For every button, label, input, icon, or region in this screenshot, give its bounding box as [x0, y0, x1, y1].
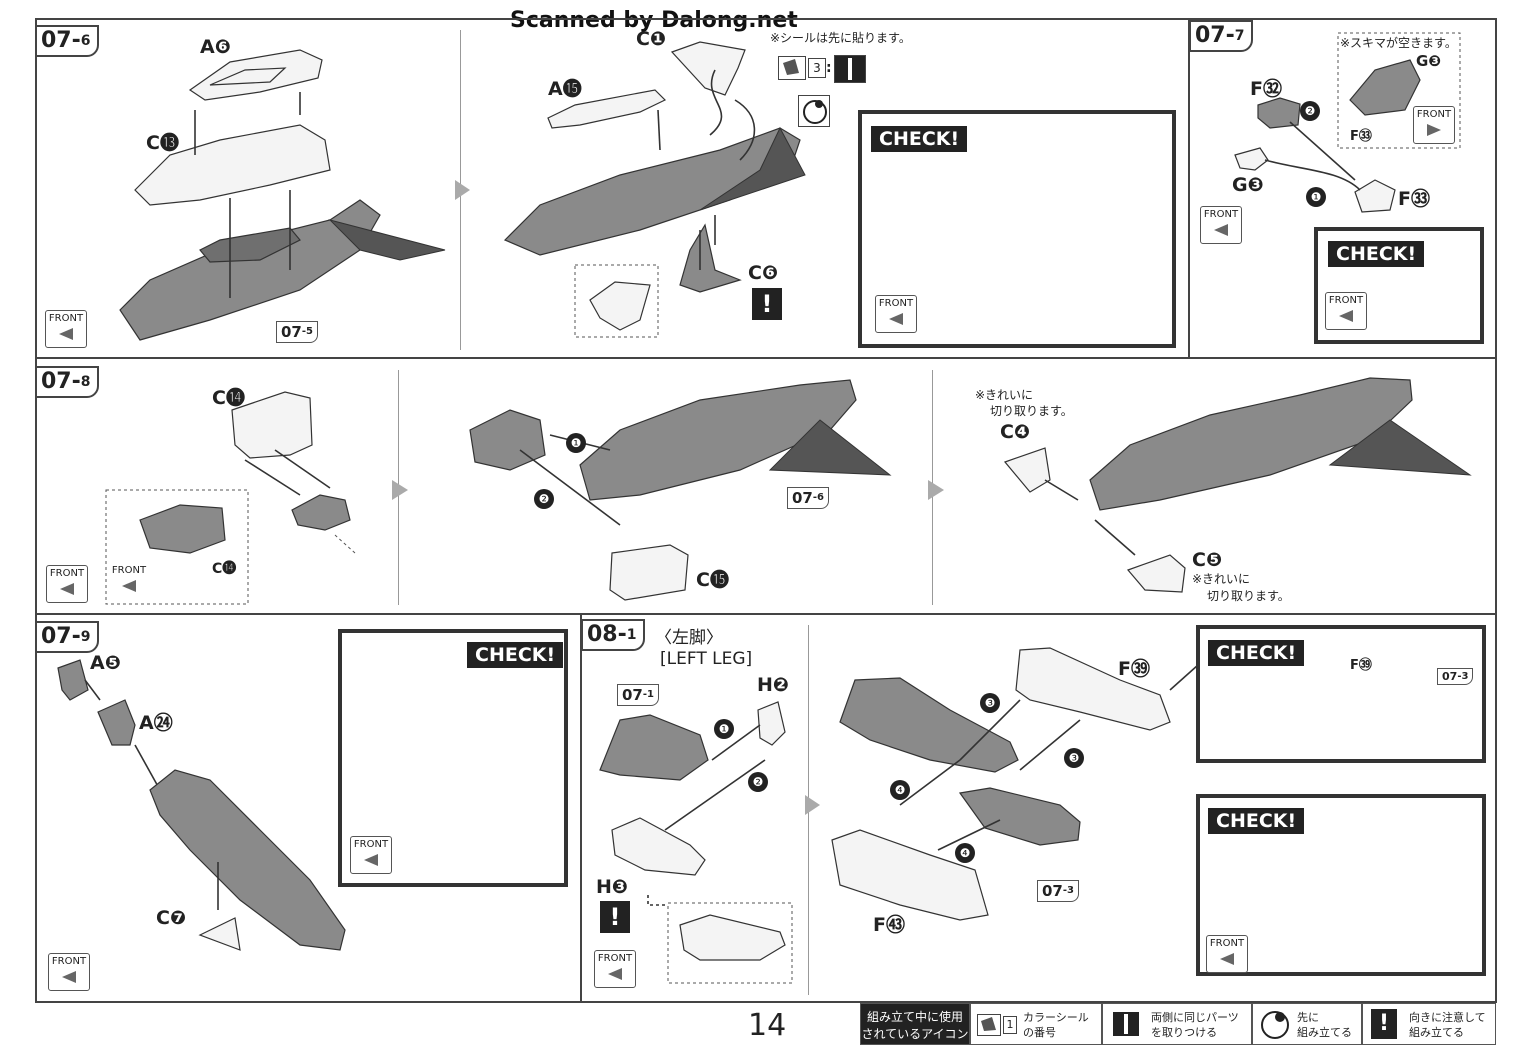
- legend-item-orientation: ! 向きに注意して 組み立てる: [1362, 1003, 1496, 1045]
- part-label-c1: C❶: [636, 28, 667, 50]
- part-label-c14: C⓮: [212, 387, 245, 409]
- check-label: CHECK!: [1208, 640, 1305, 666]
- seal-number: 3: [808, 58, 826, 78]
- order-2: ❷: [748, 771, 768, 792]
- order-2: ❷: [1300, 100, 1320, 121]
- part-label-c7: C❼: [156, 907, 187, 929]
- front-indicator: FRONT: [1413, 106, 1455, 144]
- part-label-c14b: C⓮: [212, 561, 237, 577]
- order-2: ❷: [534, 488, 554, 509]
- front-indicator: FRONT: [350, 836, 392, 874]
- step-07-7: 07-7: [1189, 20, 1253, 52]
- page-number: 14: [748, 1008, 787, 1043]
- part-label-a6: A❻: [200, 36, 231, 58]
- orientation-warning-icon: !: [752, 288, 782, 320]
- ref-07-6: 07-6: [787, 487, 829, 509]
- front-indicator: FRONT: [1325, 292, 1367, 330]
- orientation-warning-icon: !: [600, 901, 630, 933]
- front-indicator: FRONT: [1200, 206, 1242, 244]
- legend-item-seal: 1 カラーシール の番号: [970, 1003, 1102, 1045]
- check-label: CHECK!: [1328, 241, 1425, 267]
- colon: :: [826, 60, 832, 76]
- part-label-f43: F㊸: [873, 914, 905, 936]
- part-label-c15: C⓯: [696, 569, 729, 591]
- ref-07-1: 07-1: [617, 684, 659, 706]
- part-label-f33b: F㉝: [1398, 188, 1430, 210]
- order-3: ❸: [1064, 747, 1084, 768]
- order-1: ❶: [1306, 186, 1326, 207]
- left-leg-en: [LEFT LEG]: [660, 649, 753, 669]
- both-sides-icon: [834, 55, 866, 83]
- front-indicator: FRONT: [594, 950, 636, 988]
- order-1: ❶: [566, 432, 586, 453]
- step-07-9: 07-9: [35, 621, 99, 653]
- legend-item-assemble-first: 先に 組み立てる: [1252, 1003, 1362, 1045]
- front-indicator: FRONT: [45, 310, 87, 348]
- part-label-c5: C❺: [1192, 549, 1223, 571]
- part-label-f39b: F㊴: [1350, 658, 1372, 673]
- front-indicator: FRONT: [46, 565, 88, 603]
- note-gap: ※スキマが空きます。: [1340, 36, 1457, 50]
- part-label-c6: C❻: [748, 262, 779, 284]
- order-1: ❶: [714, 718, 734, 739]
- part-label-f32: F㉜: [1250, 78, 1282, 100]
- check-label: CHECK!: [871, 126, 968, 152]
- ref-07-5: 07-5: [276, 321, 318, 343]
- note-cut-clean: 切り取ります。: [1207, 589, 1290, 603]
- front-indicator: FRONT: [1206, 935, 1248, 973]
- front-indicator: FRONT: [108, 563, 150, 601]
- assemble-first-icon: [798, 95, 830, 127]
- col-divider-08-1: [580, 613, 582, 1003]
- part-label-f39: F㊴: [1118, 658, 1150, 680]
- watermark: Scanned by Dalong.net: [510, 8, 798, 33]
- part-label-f33: F㉝: [1350, 129, 1372, 144]
- note-cut-clean: 切り取ります。: [990, 404, 1073, 418]
- note-seal-first: ※シールは先に貼ります。: [770, 31, 911, 45]
- order-3: ❸: [980, 692, 1000, 713]
- front-indicator: FRONT: [48, 953, 90, 991]
- legend-title: 組み立て中に使用 されているアイコン: [860, 1003, 970, 1045]
- ref-07-3: 07-3: [1437, 668, 1474, 685]
- legend-item-both-sides: 両側に同じパーツ を取りつける: [1102, 1003, 1252, 1045]
- front-indicator: FRONT: [875, 295, 917, 333]
- step-07-6: 07-6: [35, 25, 99, 57]
- ref-07-3: 07-3: [1037, 880, 1079, 902]
- order-4: ❹: [955, 842, 975, 863]
- part-label-h3: H❸: [596, 876, 628, 898]
- check-label: CHECK!: [467, 642, 564, 668]
- instruction-frame: [35, 18, 1497, 1003]
- part-label-c13: C⓭: [146, 132, 179, 154]
- part-label-g3b: G❸: [1232, 174, 1264, 196]
- step-08-1: 08-1: [581, 619, 645, 651]
- part-label-g3: G❸: [1416, 52, 1442, 70]
- step-07-8: 07-8: [35, 366, 99, 398]
- row-divider-1: [35, 357, 1497, 359]
- part-label-h2: H❷: [757, 674, 789, 696]
- part-label-a24: A㉔: [139, 712, 173, 734]
- note-cut-clean: ※きれいに: [975, 388, 1034, 402]
- order-4: ❹: [890, 779, 910, 800]
- seal-icon: [778, 56, 806, 80]
- col-divider-07-7: [1188, 18, 1190, 358]
- note-cut-clean: ※きれいに: [1192, 572, 1251, 586]
- row-divider-2: [35, 613, 1497, 615]
- part-label-a15: A⓯: [548, 78, 582, 100]
- check-label: CHECK!: [1208, 808, 1305, 834]
- part-label-c4: C❹: [1000, 421, 1031, 443]
- part-label-a5: A❺: [90, 652, 121, 674]
- left-leg-jp: 〈左脚〉: [655, 628, 723, 648]
